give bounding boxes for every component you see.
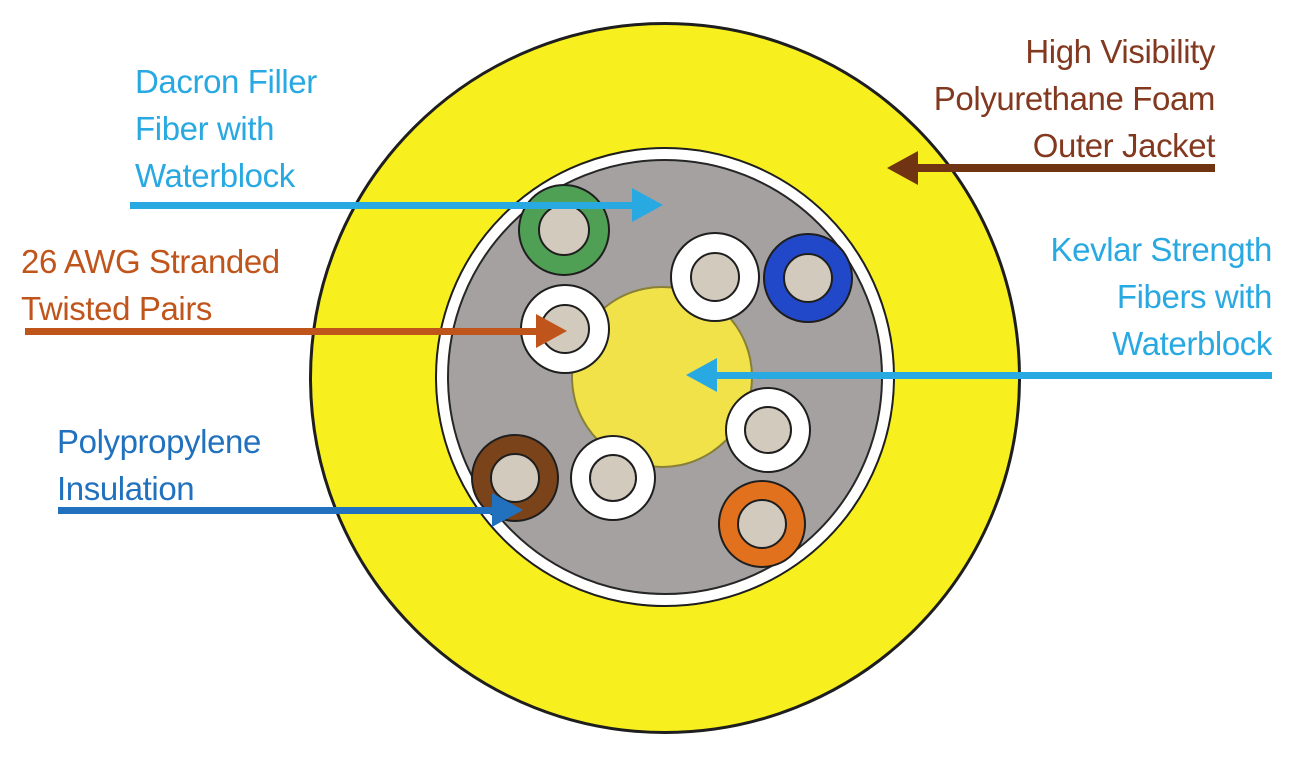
label-line: Insulation bbox=[57, 470, 195, 507]
label-line: 26 AWG Stranded bbox=[21, 243, 280, 280]
arrow-head-right-icon bbox=[536, 314, 567, 348]
conductor-core bbox=[490, 453, 540, 503]
outer-jacket-arrow bbox=[887, 150, 1215, 186]
twisted-pairs-label: 26 AWG Stranded Twisted Pairs bbox=[21, 238, 280, 332]
arrow-head-right-icon bbox=[492, 493, 523, 527]
awg-arrow bbox=[25, 313, 567, 349]
kevlar-fibers-label: Kevlar Strength Fibers with Waterblock bbox=[1050, 226, 1273, 367]
label-line: Polyurethane Foam bbox=[933, 80, 1216, 117]
conductor-core bbox=[783, 253, 833, 303]
label-line: High Visibility bbox=[1025, 33, 1215, 70]
polypropylene-arrow bbox=[58, 492, 523, 528]
conductor-core bbox=[589, 454, 637, 502]
white-pair-right-wire bbox=[725, 387, 811, 473]
label-line: Waterblock bbox=[135, 157, 295, 194]
label-line: Fibers with bbox=[1116, 278, 1273, 315]
arrow-head-right-icon bbox=[632, 188, 663, 222]
label-line: Kevlar Strength bbox=[1050, 231, 1273, 268]
blue-pair-wire bbox=[763, 233, 853, 323]
kevlar-arrow bbox=[686, 357, 1272, 393]
label-line: Polypropylene bbox=[57, 423, 261, 460]
arrow-shaft bbox=[25, 327, 536, 335]
label-line: Waterblock bbox=[1112, 325, 1272, 362]
conductor-core bbox=[690, 252, 740, 302]
arrow-shaft bbox=[58, 506, 492, 514]
white-pair-top-wire bbox=[670, 232, 760, 322]
polypropylene-insulation-label: Polypropylene Insulation bbox=[57, 418, 261, 512]
conductor-core bbox=[744, 406, 792, 454]
outer-jacket-label: High Visibility Polyurethane Foam Outer … bbox=[933, 28, 1216, 169]
arrow-shaft bbox=[130, 201, 632, 209]
label-line: Fiber with bbox=[135, 110, 275, 147]
label-line: Outer Jacket bbox=[1032, 127, 1216, 164]
label-line: Dacron Filler bbox=[135, 63, 317, 100]
label-line: Twisted Pairs bbox=[21, 290, 213, 327]
dacron-filler-label: Dacron Filler Fiber with Waterblock bbox=[135, 58, 317, 199]
white-pair-bottom-wire bbox=[570, 435, 656, 521]
arrow-shaft bbox=[918, 164, 1215, 172]
green-pair-wire bbox=[518, 184, 610, 276]
white-pair-left-wire bbox=[520, 284, 610, 374]
brown-pair-wire bbox=[471, 434, 559, 522]
conductor-core bbox=[737, 499, 787, 549]
arrow-head-left-icon bbox=[887, 151, 918, 185]
arrow-head-left-icon bbox=[686, 358, 717, 392]
dacron-arrow bbox=[130, 187, 663, 223]
orange-pair-wire bbox=[718, 480, 806, 568]
arrow-shaft bbox=[717, 371, 1272, 379]
